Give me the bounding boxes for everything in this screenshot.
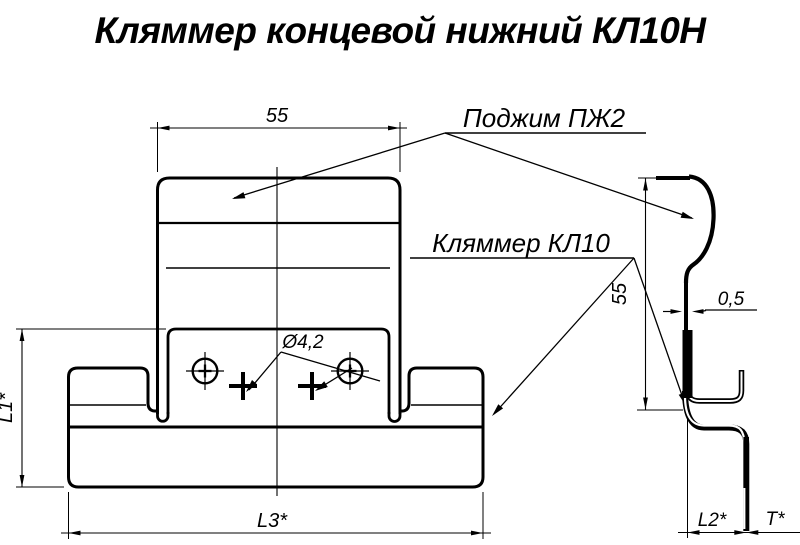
side-tail-bold-section <box>743 437 749 488</box>
podzhim-arrow-side <box>680 211 694 219</box>
klyammer-label: Кляммер КЛ10 <box>432 228 610 258</box>
podzhim-leader-side <box>444 132 693 219</box>
dim05-arrow-left <box>670 309 682 314</box>
dia-arrowhead-left <box>246 380 258 392</box>
drawing-title: Кляммер концевой нижний КЛ10Н <box>94 10 707 51</box>
left-ear-inner-edge <box>146 376 157 413</box>
side-view <box>638 174 750 531</box>
dimL1-arrow-top <box>19 329 25 341</box>
slot-right <box>387 412 402 423</box>
side-spring-curve <box>683 174 716 284</box>
side-double-ply-bar <box>682 330 693 398</box>
dim05-text: 0,5 <box>718 289 745 310</box>
dimL2-text: L2* <box>698 510 727 531</box>
dimL3-arrow-right <box>471 530 483 536</box>
klyammer-leader-front <box>493 257 635 415</box>
dim55-text: 55 <box>266 105 289 127</box>
dimL1-text: L1* <box>0 392 17 423</box>
podzhim-arrow-front <box>232 192 246 199</box>
tongue-outline <box>156 176 402 414</box>
dimension-thickness: 0,5 <box>663 289 757 314</box>
dim55s-arrow-bottom <box>643 397 648 410</box>
dim55s-text: 55 <box>609 282 631 305</box>
klyammer-arrow-front <box>492 404 504 416</box>
dim55-arrow-left <box>157 125 170 131</box>
side-hook-outer <box>685 370 745 404</box>
dim55-arrow-right <box>388 125 400 131</box>
callout-klyammer: Кляммер КЛ10 <box>410 228 686 416</box>
dim55s-arrow-top <box>643 178 648 191</box>
hump-outline <box>166 327 391 414</box>
dimL2-arrow-left <box>687 530 700 535</box>
dimT-text: T* <box>766 509 786 530</box>
callout-podzhim: Поджим ПЖ2 <box>232 103 694 219</box>
dimension-l2-t: L2* T* <box>678 419 800 538</box>
side-zbend-inner-gap <box>683 395 746 529</box>
dimension-hole-diameter: Ø4,2 <box>246 332 381 392</box>
front-view <box>67 167 485 496</box>
dia-arrowhead-right <box>315 381 328 391</box>
dimL3-arrow-left <box>68 530 81 536</box>
dia-leader-main <box>280 351 381 382</box>
podzhim-label: Поджим ПЖ2 <box>463 103 626 133</box>
klyammer-leader-side <box>633 257 686 405</box>
slot-left <box>156 412 170 423</box>
podzhim-leader-front <box>233 132 446 199</box>
hole-left <box>186 352 224 390</box>
hole-right <box>331 352 369 390</box>
dim05-arrow-right <box>692 309 704 314</box>
dimension-clamp-height: L1* <box>0 328 166 488</box>
dimL3-text: L3* <box>257 510 288 532</box>
dia-dimension-text: Ø4,2 <box>281 332 324 353</box>
dimT-arrow-left <box>746 530 759 535</box>
dimL2-arrow-right <box>734 530 747 535</box>
dimension-side-height: 55 <box>609 178 683 411</box>
dimension-base-length: L3* <box>61 492 491 539</box>
base-plate-outline <box>67 366 485 489</box>
dimL1-arrow-bottom <box>19 475 25 487</box>
dimension-tongue-width: 55 <box>150 105 407 172</box>
side-hook-inner-gap <box>687 371 743 402</box>
